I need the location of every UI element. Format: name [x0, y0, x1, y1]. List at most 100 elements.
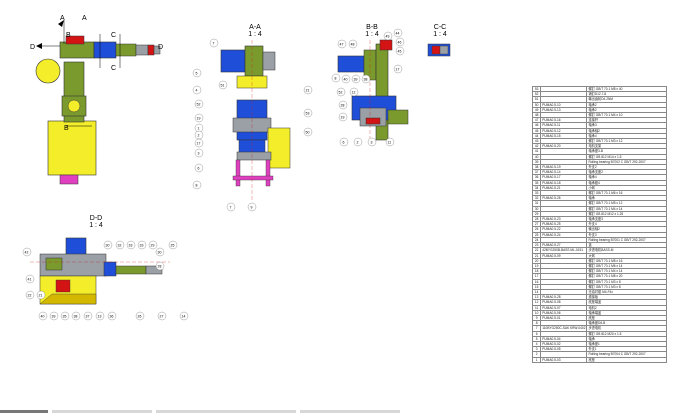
balloon-label: 14 [182, 315, 186, 319]
view-title-dd-label: D-D [89, 215, 103, 222]
bom-item-number: 15 [531, 283, 542, 290]
bom-item-number: 53 [531, 85, 542, 93]
balloon [148, 240, 158, 250]
balloon [60, 311, 70, 321]
bom-item-number: 51 [531, 96, 542, 103]
bom-item-number: 45 [531, 127, 542, 134]
bom-item-number: 14 [531, 288, 542, 296]
view-dd-balloons: 42 41 22 21 40 39 35 38 37 13 36 30 32 3… [22, 240, 189, 321]
balloon-label: 44 [396, 32, 400, 36]
balloon [179, 311, 189, 321]
balloon [115, 240, 125, 250]
balloon-label: 4 [196, 89, 198, 93]
bom-item-number: 2 [531, 351, 542, 358]
balloon [103, 240, 113, 250]
bom-item-number: 5 [531, 335, 542, 342]
bom-item-number: 48 [531, 111, 542, 119]
balloon [22, 247, 32, 257]
bom-item-number: 39 [531, 158, 542, 166]
balloon-label: 28 [341, 104, 345, 108]
balloon-label: 50 [306, 131, 310, 135]
balloon-label: 51 [221, 84, 225, 88]
bom-item-number: 22 [531, 247, 542, 254]
view-scale-bb: 1 : 4 [365, 31, 379, 38]
balloon-label: 46 [398, 41, 402, 45]
balloon-label: 41 [28, 278, 32, 282]
balloon [226, 202, 236, 212]
sheet-tab[interactable] [0, 410, 48, 413]
balloon-label: 26 [138, 315, 142, 319]
balloon-label: 2 [357, 141, 359, 145]
section-mark: D [158, 44, 163, 51]
balloon [303, 85, 313, 95]
balloon [395, 37, 405, 47]
balloon [155, 247, 165, 257]
bom-item-number: 10 [531, 309, 542, 316]
balloon-label: 36 [110, 315, 114, 319]
balloon-label: 6 [198, 167, 200, 171]
balloon-label: 3 [198, 152, 200, 156]
sheet-tab[interactable] [156, 410, 296, 413]
balloon-label: 9 [251, 206, 253, 210]
bom-item-number: 41 [531, 148, 542, 155]
balloon-label: 53 [306, 112, 310, 116]
bom-item-number: 49 [531, 106, 542, 114]
balloon [341, 74, 351, 84]
bom-item-number: 38 [531, 164, 542, 171]
bom-item-number: 3 [531, 346, 542, 353]
balloon-label: 52 [197, 103, 201, 107]
section-mark: C [111, 32, 116, 39]
bom-part-code: 110BYG250C-SAK KRW-0402 [540, 325, 588, 332]
section-marks: A B C D B C D A [30, 15, 163, 132]
balloon-label: 38 [74, 315, 78, 319]
balloon [192, 68, 202, 78]
section-mark: B [66, 32, 71, 39]
bom-item-number: 4 [531, 340, 542, 348]
balloon-label: 19 [341, 116, 345, 120]
view-title-bb: B-B 1 : 4 [357, 24, 387, 38]
bom-item-number: 26 [531, 226, 542, 233]
bom-item-number: 32 [531, 195, 542, 202]
section-mark: A [60, 15, 65, 22]
balloon-label: 30 [158, 251, 162, 255]
balloon [95, 311, 105, 321]
bom-part-code: PUMA0.5-03 [540, 356, 588, 363]
balloon [218, 80, 228, 90]
balloon [194, 148, 204, 158]
balloon [331, 73, 341, 83]
balloon [36, 290, 46, 300]
balloon [393, 64, 403, 74]
section-mark: B [64, 125, 69, 132]
sheet-tab[interactable] [300, 410, 400, 413]
balloon-label: 33 [129, 244, 133, 248]
view-title-cc: C-C 1 : 4 [425, 24, 455, 38]
balloon-label: 29 [151, 244, 155, 248]
balloon [303, 108, 313, 118]
bom-item-number: 37 [531, 169, 542, 176]
balloon [38, 311, 48, 321]
balloon-label: 39 [52, 315, 56, 319]
section-mark: A [82, 15, 87, 22]
balloon-label: 13 [98, 315, 102, 319]
balloon [194, 113, 204, 123]
sheet-tab[interactable] [52, 410, 152, 413]
balloon [49, 311, 59, 321]
balloon [338, 112, 348, 122]
balloon [71, 311, 81, 321]
bom-item-number: 24 [531, 236, 542, 244]
balloon-label: 8 [335, 77, 337, 81]
balloon-label: 47 [340, 43, 344, 47]
bom-item-number: 25 [531, 231, 542, 238]
balloon-label: 11 [388, 141, 392, 145]
balloon [192, 85, 202, 95]
balloon [349, 87, 359, 97]
bom-item-number: 9 [531, 314, 542, 322]
bom-item-number: 16 [531, 278, 542, 285]
balloon [155, 261, 165, 271]
bom-part-code: 42BYG250B-BASS ML-0151 [540, 247, 588, 254]
view-title-cc-label: C-C [433, 24, 447, 31]
balloon [194, 138, 204, 148]
balloon [337, 39, 347, 49]
